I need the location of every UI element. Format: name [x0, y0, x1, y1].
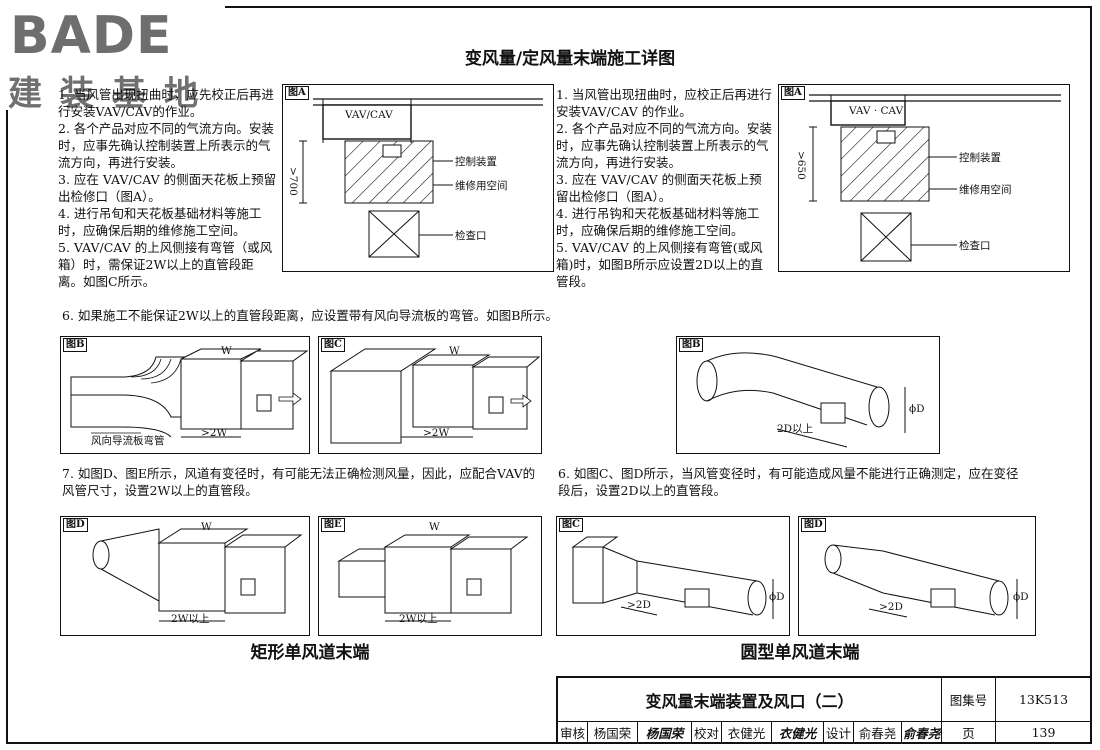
review-label: 审核: [558, 722, 588, 744]
right-note: 4. 进行吊钩和天花板基础材料等施工时，应确保后期的维修施工空间。: [556, 206, 760, 238]
drawing-sheet: [6, 6, 1092, 744]
left-note: 2. 各个产品对应不同的气流方向。安装时，应事先确认控制装置上所表示的气流方向，…: [58, 121, 274, 170]
sheet-title: 变风量末端装置及风口（二）: [558, 678, 942, 722]
rectangular-caption: 矩形单风道末端: [250, 643, 370, 663]
dimension-label: >2W: [423, 427, 450, 439]
figure-label: 图E: [321, 518, 345, 532]
width-label: W: [429, 521, 440, 533]
figure-b-round: 图B 2D以上 ϕD: [676, 336, 940, 454]
dimension-label: >650: [795, 151, 807, 180]
figure-c-rect: 图C >2W W: [318, 336, 542, 454]
check-label: 校对: [692, 722, 722, 744]
checker-name: 衣健光: [722, 722, 772, 744]
logo-mark: BADE: [10, 6, 173, 66]
figure-e-rect-drawing: [337, 534, 529, 622]
left-note: 5. VAV/CAV 的上风侧接有弯管（或风箱）时，需保证2W以上的直管段距离。…: [58, 240, 273, 289]
control-label: 控制装置: [455, 156, 497, 168]
atlas-label: 图集号: [942, 678, 996, 722]
right-note: 2. 各个产品对应不同的气流方向。安装时，应事先确认控制装置上所表示的气流方向，…: [556, 121, 772, 170]
dimension-label: 2W以上: [171, 613, 210, 625]
width-label: W: [221, 345, 232, 357]
reviewer-name: 杨国荣: [588, 722, 638, 744]
figure-label: 图A: [781, 86, 805, 100]
figure-a-left-drawing: [299, 98, 543, 258]
dimension-label: >2D: [627, 599, 651, 611]
figure-c-round: 图C >2D ϕD: [556, 516, 790, 636]
reviewer-signature: 杨国荣: [638, 722, 692, 744]
title-block: 变风量末端装置及风口（二） 图集号 13K513 审核 杨国荣 杨国荣 校对 衣…: [556, 676, 1092, 744]
logo-tagline: 建装基地: [8, 74, 216, 114]
figure-a-left: 图A VAV/CAV >700 控制装置 维修用空间 检查口: [282, 84, 554, 272]
left-note-6: 6. 如果施工不能保证2W以上的直管段距离，应设置带有风向导流板的弯管。如图B所…: [62, 308, 558, 323]
width-label: W: [449, 345, 460, 357]
right-notes: 1. 当风管出现扭曲时，应校正后再进行安装VAV/CAV 的作业。 2. 各个产…: [556, 86, 774, 290]
designer-signature: 俞春尧: [902, 722, 942, 744]
figure-d-round-drawing: [824, 544, 1018, 619]
figure-label: 图C: [321, 338, 345, 352]
figure-e-rect: 图E 2W以上 W: [318, 516, 542, 636]
figure-b-rect: 图B 风向导流板弯管 >2W W: [60, 336, 310, 454]
design-label: 设计: [824, 722, 854, 744]
left-note: 3. 应在 VAV/CAV 的侧面天花板上预留出检修口（图A）。: [58, 172, 277, 204]
figure-b-round-drawing: [696, 352, 906, 448]
figure-label: 图A: [285, 86, 309, 100]
left-notes: 1. 当风管出现扭曲时，应先校正后再进行安装VAV/CAV的作业。 2. 各个产…: [58, 86, 278, 290]
figure-a-right: 图A VAV · CAV >650 控制装置 维修用空间 检查口: [778, 84, 1070, 272]
dimension-label: 2D以上: [777, 423, 814, 435]
figure-b-rect-drawing: [70, 348, 309, 438]
diameter-label: ϕD: [1013, 591, 1029, 603]
figure-d-rect-drawing: [92, 528, 303, 622]
left-note: 1. 当风管出现扭曲时，应先校正后再进行安装VAV/CAV的作业。: [58, 87, 274, 119]
round-caption: 圆型单风道末端: [740, 643, 860, 663]
dimension-label: >2D: [879, 601, 903, 613]
figure-label: 图D: [63, 518, 88, 532]
checker-signature: 衣健光: [772, 722, 824, 744]
figure-d-round: 图D >2D ϕD: [798, 516, 1036, 636]
page-label: 页: [942, 722, 996, 744]
maintenance-space-label: 维修用空间: [455, 180, 508, 192]
unit-label: VAV/CAV: [345, 109, 393, 121]
control-label: 控制装置: [959, 152, 1001, 164]
note-7: 7. 如图D、图E所示，风道有变径时，有可能无法正确检测风量，因此，应配合VAV…: [62, 466, 536, 498]
page-number: 139: [996, 722, 1092, 744]
right-note: 1. 当风管出现扭曲时，应校正后再进行安装VAV/CAV 的作业。: [556, 87, 772, 119]
figure-label: 图B: [679, 338, 704, 352]
unit-label: VAV · CAV: [849, 105, 904, 117]
figure-label: 图B: [63, 338, 88, 352]
inspection-hatch-label: 检查口: [455, 230, 487, 242]
figure-d-rect: 图D 2W以上 W: [60, 516, 310, 636]
right-note: 3. 应在 VAV/CAV 的侧面天花板上预留出检修口（图A）。: [556, 172, 762, 204]
diameter-label: ϕD: [909, 403, 925, 415]
dimension-label: >2W: [201, 427, 228, 439]
diameter-label: ϕD: [769, 591, 785, 603]
vane-elbow-note: 风向导流板弯管: [91, 435, 165, 447]
left-note: 4. 进行吊旬和天花板基础材料等施工时，应确保后期的维修施工空间。: [58, 206, 262, 238]
maintenance-space-label: 维修用空间: [959, 184, 1012, 196]
right-note-6: 6. 如图C、图D所示，当风管变径时，有可能造成风量不能进行正确测定，应在变径段…: [558, 466, 1019, 498]
inspection-hatch-label: 检查口: [959, 240, 991, 252]
dimension-label: 2W以上: [399, 613, 438, 625]
figure-a-right-drawing: [809, 94, 1061, 262]
width-label: W: [201, 521, 212, 533]
right-note: 5. VAV/CAV 的上风侧接有弯管(或风箱)时，如图B所示应设置2D以上的直…: [556, 240, 764, 289]
figure-c-rect-drawing: [329, 348, 541, 444]
atlas-number: 13K513: [996, 678, 1092, 722]
logo: BADE 建装基地: [0, 0, 225, 114]
dimension-label: >700: [287, 167, 299, 196]
drawing-title: 变风量/定风量末端施工详图: [464, 49, 676, 69]
designer-name: 俞春尧: [854, 722, 902, 744]
figure-label: 图C: [559, 518, 583, 532]
figure-label: 图D: [801, 518, 826, 532]
figure-c-round-drawing: [571, 536, 774, 619]
